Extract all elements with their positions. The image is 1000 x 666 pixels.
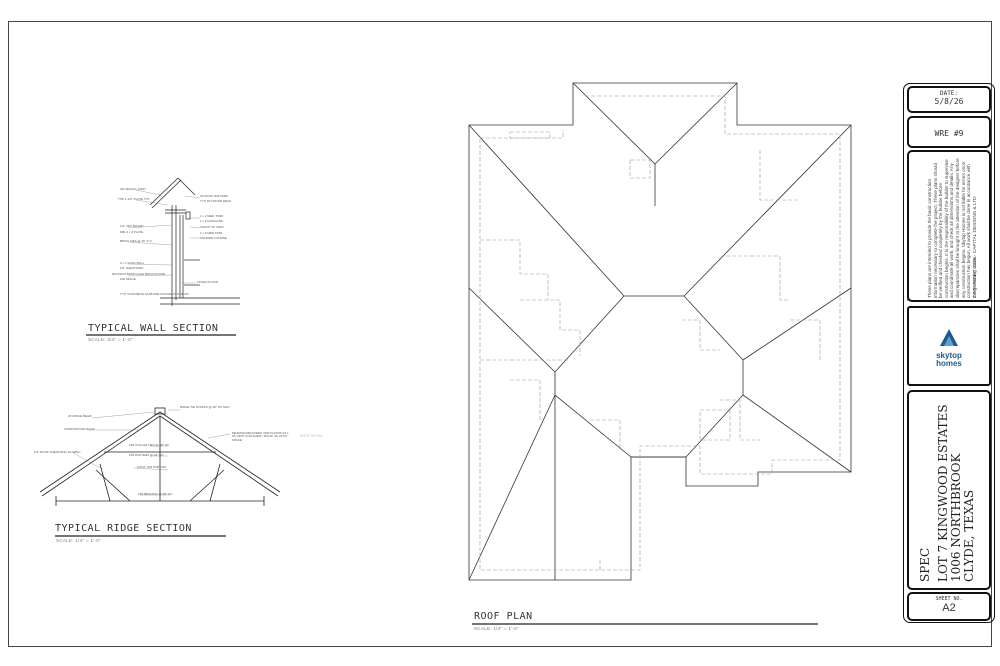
- logo-box: skytop homes: [907, 306, 991, 386]
- sheet-box: SHEET NO. A2: [907, 592, 991, 621]
- roof-plan-scale: SCALE: 1/4" = 1'-0": [474, 626, 519, 631]
- wall-callout: TYP. PLYWOOD DECK: [200, 199, 232, 203]
- ridge-callout: CONT. 2X6 PURLINS: [137, 465, 167, 469]
- wall-section-title: TYPICAL WALL SECTION: [88, 323, 219, 334]
- wall-callout: AIR SPACE: [120, 277, 136, 281]
- wall-callout: 1/2" SHEATHING: [120, 266, 144, 270]
- address-line1: LOT 7 KINGWOOD ESTATES: [936, 404, 950, 582]
- copyright-text: COPYRIGHT 2026 - CAPITAL DESIGNS & LTD: [973, 196, 978, 298]
- wall-callout: TYP. CONCRETE SLAB PER FOUNDATION PLAN: [120, 292, 189, 296]
- wall-callout: 1 x 2 MED. TRIM: [200, 214, 223, 218]
- address-line3: CLYDE, TEXAS: [962, 489, 976, 582]
- roof-plan-drawing: [468, 82, 852, 581]
- logo-text-line2: homes: [936, 359, 962, 368]
- ridge-callout: RIDGE TIE STRAPS @ 48" OC MAX: [180, 405, 230, 409]
- spec-label: SPEC: [918, 547, 932, 582]
- sheet-value: A2: [942, 602, 956, 614]
- skytop-logo-icon: [940, 329, 958, 346]
- wall-callout: 2 x 4 STUD WALL: [120, 261, 145, 265]
- ridge-section-scale: SCALE: 1/4" = 1'-0": [56, 538, 101, 543]
- ridge-section-title: TYPICAL RIDGE SECTION: [55, 523, 192, 534]
- address-line2: 1006 NORTHBROOK: [949, 453, 963, 582]
- ridge-section-drawing: [39, 407, 281, 506]
- wall-section-scale: SCALE: 3/4" = 1'-0": [88, 337, 133, 342]
- ridge-callout: 2X RIDGE BEAM: [68, 414, 92, 418]
- wall-callout: TOP 1-1/2" PLATE TYP.: [118, 197, 150, 201]
- roof-plan-title: ROOF PLAN: [474, 611, 533, 622]
- wre-label: WRE #9: [934, 129, 964, 138]
- project-box: LOT 7 KINGWOOD ESTATES 1006 NORTHBROOK C…: [907, 390, 991, 590]
- wall-callout: BRICK TIES @ 16" O.C.: [120, 239, 153, 243]
- ridge-callout: COMPOSITION ROOF: [64, 427, 95, 431]
- logo-text-line1: skytop: [936, 351, 962, 360]
- sheet-label: SHEET NO.: [935, 596, 963, 602]
- disclaimer-text: These plans are intended to provide the …: [927, 158, 977, 298]
- wall-callout: 1/2" OFF BOARD: [120, 224, 144, 228]
- wall-callout: FINISH FLOOR: [197, 280, 219, 284]
- wall-callout: SOFFIT W/ VENT: [200, 225, 224, 229]
- ridge-callout: 2X6 RAFTERS @ 24" OC: [129, 453, 164, 457]
- wall-callout: DBL 2 x 4 PLATE: [120, 230, 144, 234]
- date-value: 5/8/26: [934, 97, 964, 106]
- date-label: DATE:: [939, 90, 959, 97]
- title-block-frame: [903, 83, 995, 623]
- sheet-border: [8, 21, 992, 647]
- wall-callout: 2X ROOF RAFTERS: [200, 194, 229, 198]
- wall-callout: 1 x 6 MED TRIM: [200, 231, 223, 235]
- wall-callout: SOLDIER COURSE: [200, 236, 227, 240]
- date-box: DATE: 5/8/26: [907, 86, 991, 113]
- wall-callout: 1 x 6 FASCIA BD.: [200, 219, 224, 223]
- ridge-callout: MINIMUM REQUIRED VENTILATION IS 1 SF VEN…: [232, 431, 289, 442]
- wre-box: WRE #9: [907, 116, 991, 148]
- ridge-callout: 2X6 COLLAR TIES @ 48" OC: [129, 443, 170, 447]
- disclaimer-box: These plans are intended to provide the …: [907, 150, 991, 302]
- wall-section-drawing: [149, 177, 240, 306]
- ridge-callout: 1/2" ROOF SHEATHING AS SPEC: [34, 450, 81, 454]
- roof-notes-title: ROOF NOTES: [300, 434, 323, 438]
- wall-callout: 3D CEILING JOIST: [120, 187, 147, 191]
- ridge-callout: 2X6 BRACING @ 48" OC: [138, 492, 173, 496]
- wall-callout: RUNNING BOND FACE BRICK/STONE: [112, 272, 166, 276]
